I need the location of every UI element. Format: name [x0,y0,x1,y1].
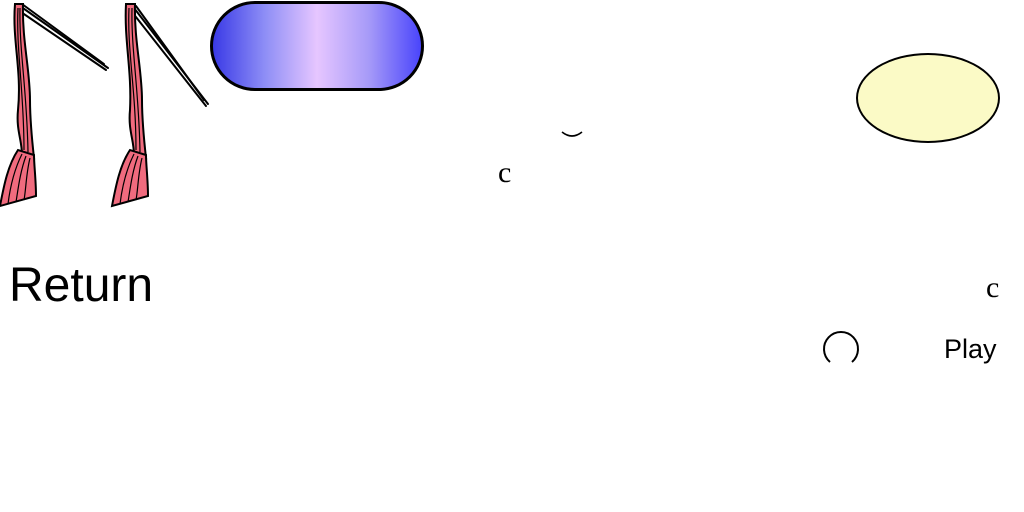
gradient-pill-button[interactable] [210,1,424,91]
music-note-icon [110,3,209,208]
yellow-ellipse-button[interactable] [856,53,1000,143]
arc-icon [561,131,583,137]
return-button[interactable]: Return [9,259,154,312]
music-note-icon [0,3,109,208]
glyph-c: c [986,271,1000,304]
play-button[interactable]: Play [944,334,997,364]
circle-icon[interactable] [818,326,862,366]
glyph-c: c [498,156,512,189]
